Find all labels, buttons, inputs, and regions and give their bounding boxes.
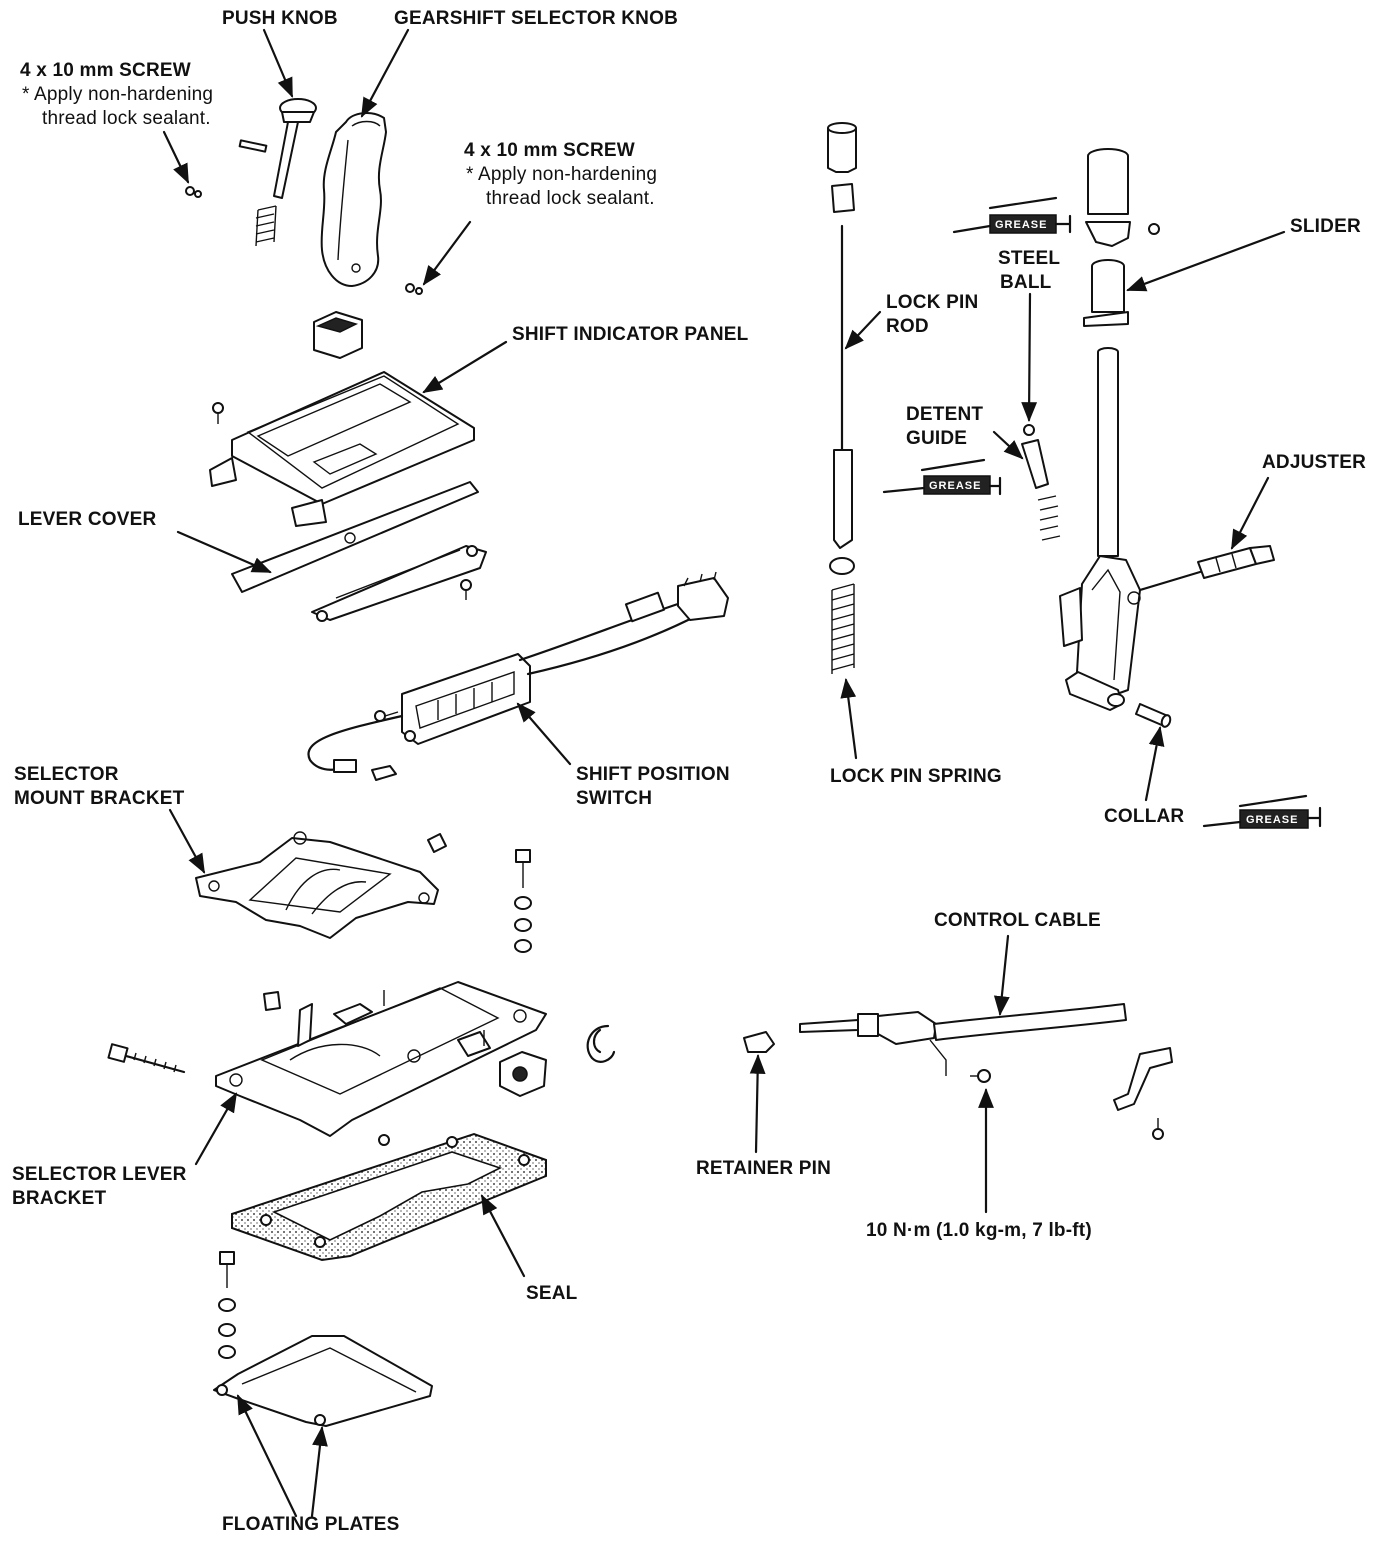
screw-left <box>185 186 202 198</box>
selector-mount-bracket <box>195 831 447 939</box>
grease-tag-mid-text: GREASE <box>929 480 981 492</box>
lever-cover <box>231 481 479 593</box>
label-shift-position-switch-2: SWITCH <box>576 788 653 809</box>
leader-arrows <box>162 28 1286 1518</box>
indicator-slide-plate <box>311 545 487 622</box>
label-shift-position-switch-1: SHIFT POSITION <box>576 764 730 785</box>
collar <box>1135 703 1172 728</box>
label-steel-ball-1: STEEL <box>998 248 1061 269</box>
rubber-mount <box>499 1051 547 1097</box>
label-push-knob: PUSH KNOB <box>222 8 338 29</box>
label-screw-mid-note1: * Apply non-hardening <box>466 164 658 185</box>
label-torque: 10 N·m (1.0 kg-m, 7 lb-ft) <box>866 1220 1092 1241</box>
label-screw-left-note1: * Apply non-hardening <box>22 84 214 105</box>
label-adjuster: ADJUSTER <box>1262 452 1367 473</box>
indicator-bulb-socket <box>313 311 363 359</box>
label-screw-left-note2: thread lock sealant. <box>42 108 211 129</box>
label-lock-pin-spring: LOCK PIN SPRING <box>830 766 1002 787</box>
steel-ball <box>1023 424 1035 436</box>
knob-spring <box>255 205 277 247</box>
floating-plates <box>213 1335 433 1427</box>
label-steel-ball-2: BALL <box>1000 272 1052 293</box>
gearshift-selector-knob <box>320 112 387 287</box>
lever-top-sleeve <box>1085 148 1160 247</box>
label-lever-cover: LEVER COVER <box>18 509 157 530</box>
grease-tag-top: GREASE <box>952 196 1072 234</box>
shift-position-switch <box>374 653 531 745</box>
control-cable <box>799 1003 1127 1083</box>
grease-tag-top-text: GREASE <box>995 219 1047 231</box>
lock-pin-spring <box>829 557 855 674</box>
label-selector-lever-bracket-1: SELECTOR LEVER <box>12 1164 187 1185</box>
label-collar: COLLAR <box>1104 806 1185 827</box>
grease-tag-mid: GREASE <box>882 458 1002 496</box>
label-retainer-pin: RETAINER PIN <box>696 1158 832 1179</box>
lock-pin-rod <box>827 122 857 549</box>
bolt-stack-right <box>514 849 532 953</box>
label-screw-left-title: 4 x 10 mm SCREW <box>20 60 191 81</box>
long-bolt <box>107 1043 186 1074</box>
screw-mid <box>405 283 423 295</box>
seal-gasket <box>231 1132 547 1262</box>
switch-harness <box>307 571 729 781</box>
label-slider: SLIDER <box>1290 216 1361 237</box>
label-control-cable: CONTROL CABLE <box>934 910 1101 931</box>
cable-holder-bracket <box>1113 1047 1173 1140</box>
shift-indicator-panel <box>209 371 475 527</box>
label-shift-indicator-panel: SHIFT INDICATOR PANEL <box>512 324 749 345</box>
label-screw-mid-note2: thread lock sealant. <box>486 188 655 209</box>
push-knob <box>238 98 317 199</box>
retainer-pin <box>743 1031 775 1053</box>
label-selector-mount-bracket-2: MOUNT BRACKET <box>14 788 185 809</box>
label-detent-guide-2: GUIDE <box>906 428 968 449</box>
label-selector-mount-bracket-1: SELECTOR <box>14 764 119 785</box>
label-detent-guide-1: DETENT <box>906 404 984 425</box>
detent-guide <box>1021 439 1061 541</box>
selector-lever-bracket <box>215 981 547 1137</box>
adjuster <box>1138 545 1275 592</box>
label-selector-lever-bracket-2: BRACKET <box>12 1188 107 1209</box>
grease-tag-collar: GREASE <box>1202 794 1322 829</box>
label-screw-mid-title: 4 x 10 mm SCREW <box>464 140 635 161</box>
label-lock-pin-rod-1: LOCK PIN <box>886 292 979 313</box>
shift-lever <box>1059 347 1141 711</box>
bolt-stack-left <box>218 1251 236 1359</box>
label-lock-pin-rod-2: ROD <box>886 316 929 337</box>
slider <box>1083 259 1129 327</box>
grease-tag-collar-text: GREASE <box>1246 814 1298 826</box>
bracket-clip <box>586 1024 616 1063</box>
label-floating-plates: FLOATING PLATES <box>222 1514 400 1535</box>
label-gearshift-selector-knob: GEARSHIFT SELECTOR KNOB <box>394 8 678 29</box>
label-seal: SEAL <box>526 1283 578 1304</box>
